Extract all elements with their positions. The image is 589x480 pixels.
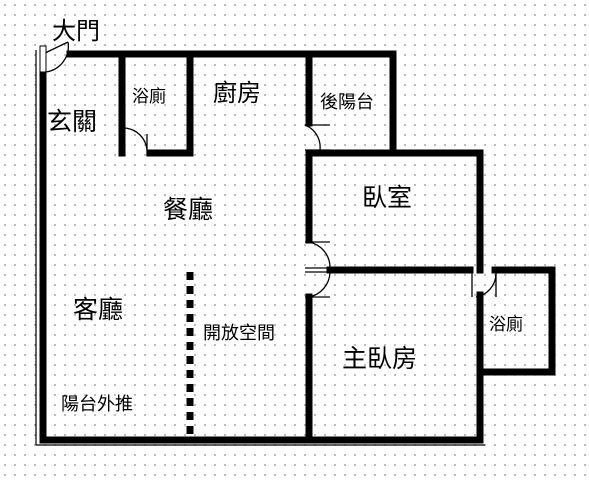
walls: [39, 50, 556, 444]
label-master-bedroom: 主臥房: [342, 344, 417, 373]
door-bathroom: [123, 127, 148, 156]
label-foyer: 玄關: [47, 107, 97, 136]
label-balcony-extension: 陽台外推: [61, 394, 133, 415]
label-rear-balcony: 後陽台: [320, 92, 374, 113]
door-bedroom: [305, 241, 331, 269]
wall-outlines: [35, 50, 485, 446]
label-dining-room: 餐廳: [163, 195, 213, 224]
door-master-bathroom: [471, 272, 497, 298]
label-living-room: 客廳: [73, 295, 123, 324]
door-rear-balcony: [304, 124, 330, 151]
label-bedroom: 臥室: [362, 183, 412, 212]
wall-bathroom-right: [146, 50, 194, 157]
label-main-entrance: 大門: [52, 17, 100, 45]
door-master-bedroom: [305, 271, 331, 298]
door-main-entrance: [39, 41, 69, 73]
label-master-bathroom: 浴廁: [489, 314, 523, 335]
wall-master-bath: [476, 266, 556, 376]
label-bathroom-small: 浴廁: [132, 86, 166, 107]
label-kitchen: 廚房: [213, 79, 261, 107]
label-open-space: 開放空間: [203, 323, 275, 344]
doors: [39, 41, 497, 298]
